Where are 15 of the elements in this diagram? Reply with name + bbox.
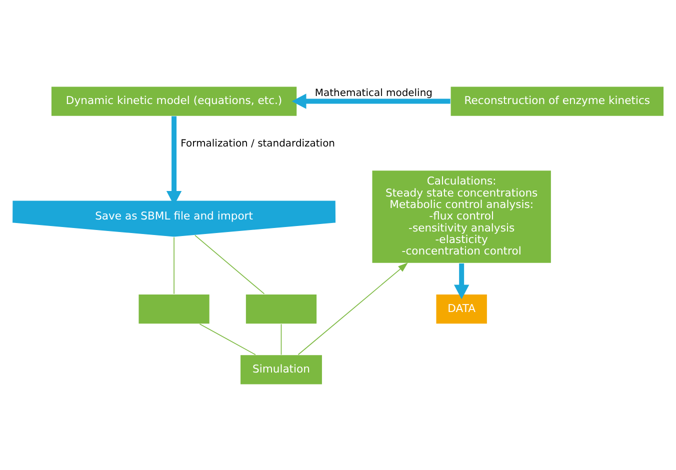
arrow: [298, 262, 408, 355]
node-box: DATA: [435, 293, 488, 324]
node-box: Reconstruction of enzyme kinetics: [450, 85, 664, 116]
connector: [199, 323, 256, 355]
edge-label: Mathematical modeling: [314, 87, 432, 98]
connector: [194, 234, 265, 294]
node-box: [245, 293, 318, 324]
connector: [280, 323, 282, 355]
node-box: [138, 293, 210, 324]
node-box: Dynamic kinetic model (equations, etc.): [50, 85, 298, 116]
edge-label: Formalization / standardization: [180, 138, 336, 149]
node-box: Simulation: [240, 354, 323, 385]
arrow: [292, 93, 450, 108]
arrow: [454, 262, 470, 299]
node-box: Calculations: Steady state concentrations Metabolic control analysis: -flux control -sensitivity analysis -elasticity -concentration control: [371, 169, 552, 264]
